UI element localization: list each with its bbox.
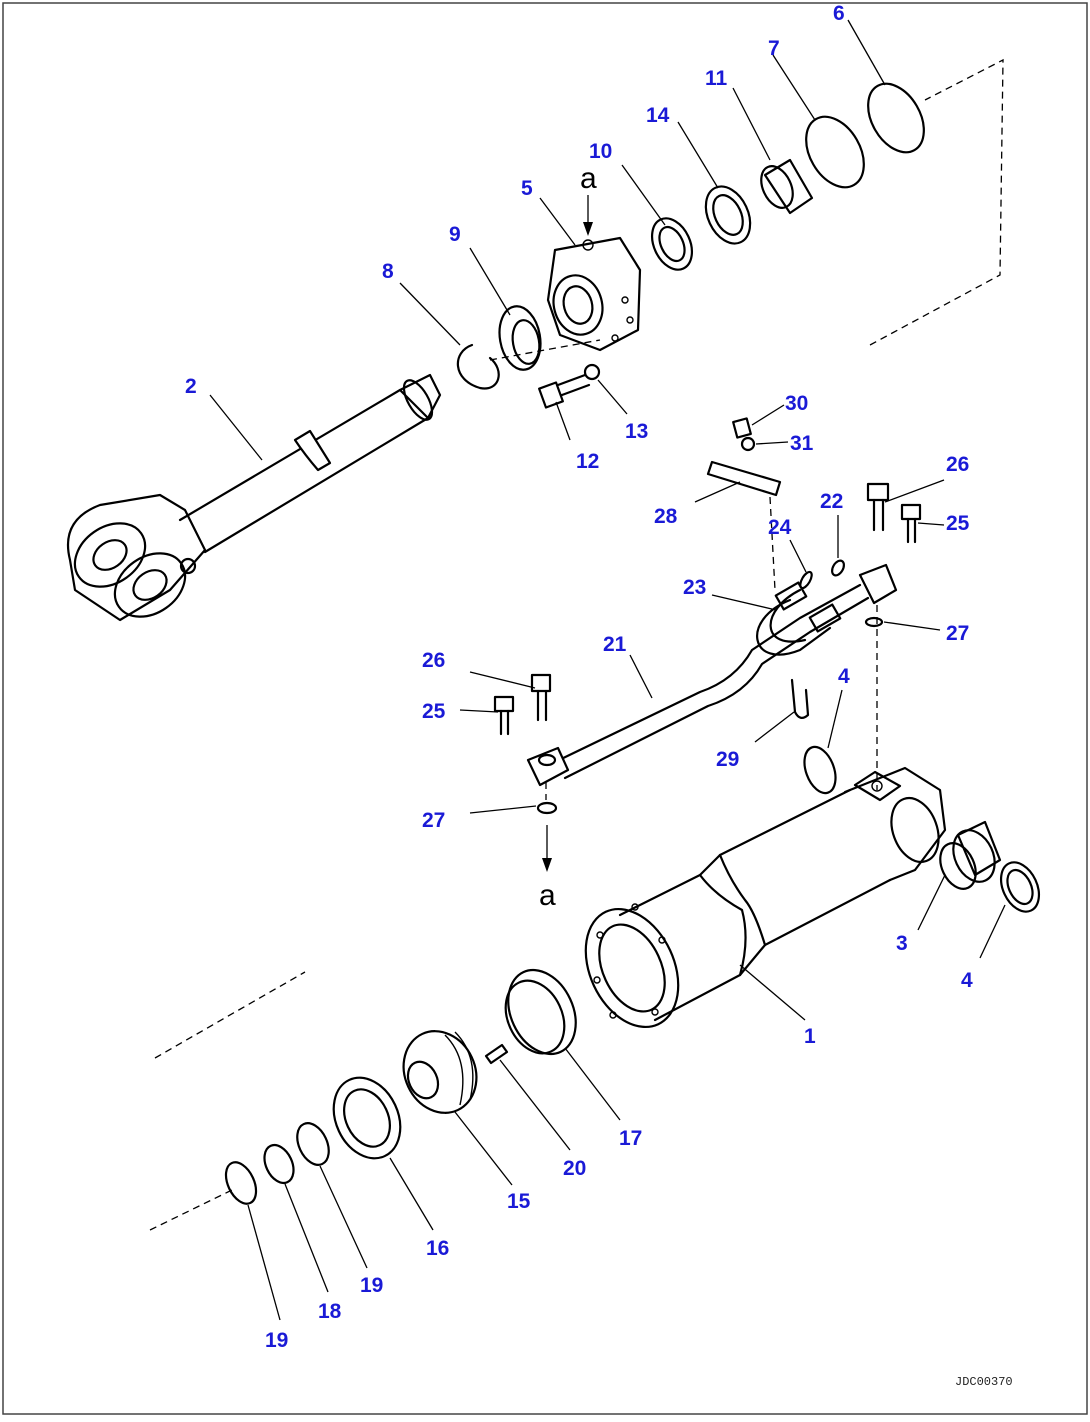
callout-28: 28 xyxy=(654,505,678,528)
washer-icon xyxy=(583,363,601,381)
callout-14: 14 xyxy=(646,104,670,127)
plug-icon xyxy=(732,417,752,439)
rod-packing-icon xyxy=(650,217,694,271)
callout-23: 23 xyxy=(683,576,706,599)
callout-16: 16 xyxy=(426,1237,449,1260)
callout-27: 27 xyxy=(946,622,969,645)
piston-icon xyxy=(402,1030,478,1114)
callout-21: 21 xyxy=(603,633,627,656)
callout-19: 19 xyxy=(265,1329,288,1352)
figure-code: JDC00370 xyxy=(955,1375,1013,1389)
view-arrow xyxy=(542,195,593,872)
callout-5: 5 xyxy=(521,177,533,200)
o-ring-icon xyxy=(864,616,884,628)
cylinder-tube-icon xyxy=(584,766,947,1029)
callout-19: 19 xyxy=(360,1274,383,1297)
callout-9: 9 xyxy=(449,223,461,246)
callout-4: 4 xyxy=(961,969,973,992)
wear-ring-icon xyxy=(504,968,577,1056)
leader-lines xyxy=(209,19,1006,1321)
callout-2: 2 xyxy=(185,375,197,398)
snap-ring-icon xyxy=(456,343,500,390)
o-ring-icon xyxy=(831,559,845,577)
dust-seal-head-icon xyxy=(498,305,542,371)
backup-ring-icon xyxy=(263,1143,295,1185)
callout-25: 25 xyxy=(422,700,446,723)
callout-6: 6 xyxy=(833,2,845,25)
callout-3: 3 xyxy=(896,932,908,955)
callout-24: 24 xyxy=(768,516,792,539)
callout-1: 1 xyxy=(804,1025,816,1048)
center-lines xyxy=(149,58,1004,1231)
callout-15: 15 xyxy=(507,1190,531,1213)
callout-11: 11 xyxy=(705,67,728,90)
callout-26: 26 xyxy=(946,453,969,476)
clamp-icon xyxy=(790,678,810,719)
callout-30: 30 xyxy=(785,392,808,415)
bolt-icon xyxy=(538,373,591,409)
view-marker-a: a xyxy=(580,162,597,195)
bolt-icon xyxy=(493,482,922,736)
callout-17: 17 xyxy=(619,1127,642,1150)
callout-4: 4 xyxy=(838,665,850,688)
dust-seal-icon xyxy=(999,861,1041,913)
o-ring-icon xyxy=(867,82,925,154)
callout-7: 7 xyxy=(768,37,780,60)
o-ring-icon xyxy=(224,1161,258,1205)
callout-25: 25 xyxy=(946,512,970,535)
callout-20: 20 xyxy=(563,1157,586,1180)
callout-10: 10 xyxy=(589,140,612,163)
clamp-icon xyxy=(706,460,782,497)
piston-ring-icon xyxy=(332,1076,402,1160)
callout-29: 29 xyxy=(716,748,739,771)
o-ring-icon xyxy=(536,801,558,815)
plug-icon xyxy=(484,1043,509,1065)
callout-12: 12 xyxy=(576,450,599,473)
view-marker-a: a xyxy=(539,879,556,912)
tube-icon xyxy=(526,563,898,787)
callout-8: 8 xyxy=(382,260,394,283)
callout-27: 27 xyxy=(422,809,445,832)
backup-ring-icon xyxy=(805,115,865,189)
callout-22: 22 xyxy=(820,490,843,513)
washer-icon xyxy=(740,436,756,452)
callout-31: 31 xyxy=(790,432,814,455)
callout-13: 13 xyxy=(625,420,648,443)
piston-rod-icon xyxy=(66,373,442,622)
bushing-head-icon xyxy=(760,158,814,215)
callout-18: 18 xyxy=(318,1300,342,1323)
bushing-icon xyxy=(939,820,1002,890)
cylinder-head-icon xyxy=(546,236,642,352)
o-ring-icon xyxy=(296,1122,330,1166)
callout-26: 26 xyxy=(422,649,445,672)
buffer-ring-icon xyxy=(704,185,752,245)
callouts: 1 2 3 4 4 5 6 7 8 9 10 11 12 13 14 15 16… xyxy=(185,2,973,1352)
dust-seal-icon xyxy=(803,745,837,795)
